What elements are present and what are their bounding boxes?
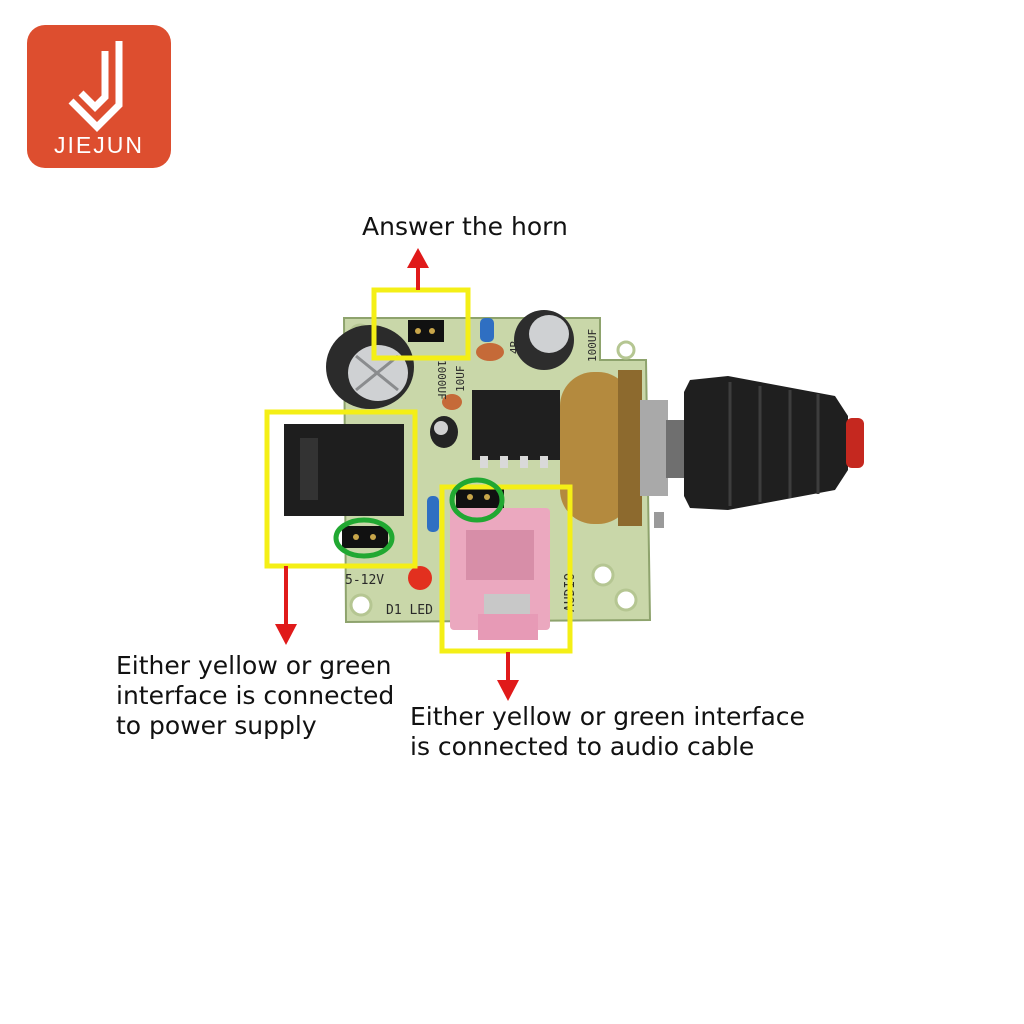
arrow-up-horn xyxy=(407,248,429,290)
marking-cap-right: 100UF xyxy=(586,329,599,362)
brand-logo: JIEJUN xyxy=(27,25,171,168)
volume-knob xyxy=(684,376,848,510)
arrow-down-power xyxy=(275,566,297,645)
brand-name: JIEJUN xyxy=(54,132,144,158)
amplifier-ic xyxy=(472,390,560,460)
led-indicator xyxy=(408,566,432,590)
marking-voltage: 5-12V xyxy=(345,573,384,588)
audio-caption: Either yellow or green interface is conn… xyxy=(410,702,805,761)
speaker-highlight-box xyxy=(371,287,471,361)
marking-led: D1 LED xyxy=(386,603,433,618)
horn-caption: Answer the horn xyxy=(362,212,568,241)
power-caption: Either yellow or green interface is conn… xyxy=(116,651,395,740)
marking-cap-left: 1000UF xyxy=(435,360,448,400)
speaker-header xyxy=(408,320,444,342)
audio-jumper-circle xyxy=(449,477,505,523)
marking-cap-small: 10UF xyxy=(454,366,467,393)
power-jumper-circle xyxy=(333,517,395,559)
audio-highlight-box xyxy=(439,484,573,654)
power-highlight-box xyxy=(264,409,418,569)
arrow-down-audio xyxy=(497,652,519,701)
volume-potentiometer xyxy=(560,372,632,524)
marking-resistor: 4R xyxy=(508,340,521,354)
